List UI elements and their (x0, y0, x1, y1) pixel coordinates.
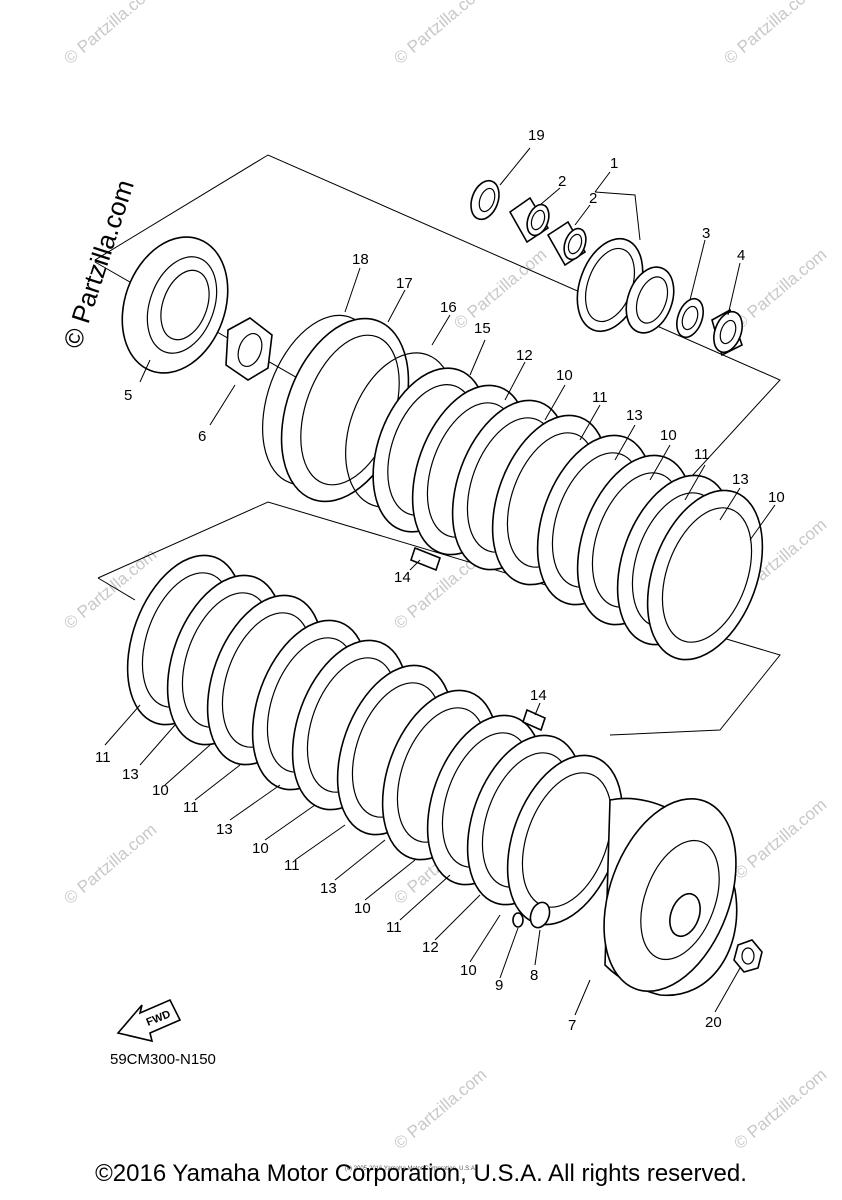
label-13: 13 (122, 766, 139, 783)
label-7: 7 (568, 1017, 576, 1034)
part-9-nut (512, 912, 524, 928)
small-copyright: (c) 2005-2016 Yamaha Motor Corporation, … (345, 1166, 477, 1172)
lower-plate-stack (126, 554, 624, 926)
label-16: 16 (440, 299, 457, 316)
lower-outline-edge (97, 577, 136, 601)
watermark: © Partzilla.com (730, 1065, 830, 1153)
part-20-nut (733, 939, 763, 973)
label-4: 4 (737, 247, 745, 264)
watermark: © Partzilla.com (60, 820, 160, 908)
fwd-arrow: FWD (116, 998, 182, 1043)
watermark: © Partzilla.com (390, 1065, 490, 1153)
part-5-clutch-boss (121, 236, 229, 374)
label-12: 12 (516, 347, 533, 364)
part-8-collar (529, 901, 551, 929)
part-7-clutch-housing (603, 797, 738, 997)
label-2: 2 (589, 190, 597, 207)
label-9: 9 (495, 977, 503, 994)
part-6-nut (225, 317, 273, 381)
label-10: 10 (152, 782, 169, 799)
watermark: © Partzilla.com (390, 0, 490, 68)
label-10: 10 (660, 427, 677, 444)
part-2-needle-bearing (546, 220, 587, 267)
part-2-needle-bearing (508, 196, 550, 244)
label-11: 11 (386, 919, 402, 936)
label-14: 14 (530, 687, 547, 704)
part-19-thrust-washer (470, 179, 500, 221)
label-11: 11 (183, 799, 199, 816)
label-11: 11 (592, 389, 608, 406)
label-20: 20 (705, 1014, 722, 1031)
part-3-washer (676, 297, 704, 339)
label-2: 2 (558, 173, 566, 190)
label-10: 10 (252, 840, 269, 857)
part-number-labels: 19 1 2 2 3 4 5 6 18 17 16 15 12 10 11 13… (95, 127, 785, 1034)
watermark: © Partzilla.com (730, 795, 830, 883)
label-10: 10 (460, 962, 477, 979)
label-11: 11 (694, 446, 710, 463)
watermark: © Partzilla.com (730, 245, 830, 333)
label-10: 10 (556, 367, 573, 384)
lower-section-outline (97, 501, 781, 736)
label-5: 5 (124, 387, 132, 404)
watermark: © Partzilla.com (450, 245, 550, 333)
label-15: 15 (474, 320, 491, 337)
label-14: 14 (394, 569, 411, 586)
label-10: 10 (354, 900, 371, 917)
label-13: 13 (732, 471, 749, 488)
label-11: 11 (95, 749, 111, 766)
label-18: 18 (352, 251, 369, 268)
part-14-spring (410, 546, 441, 572)
label-12: 12 (422, 939, 439, 956)
copyright-notice: ©2016 Yamaha Motor Corporation, U.S.A. A… (95, 1160, 747, 1187)
label-13: 13 (320, 880, 337, 897)
label-8: 8 (530, 967, 538, 984)
diagram-code: 59CM300-N150 (110, 1051, 216, 1068)
label-13: 13 (216, 821, 233, 838)
part-14-spring (522, 708, 546, 732)
label-6: 6 (198, 428, 206, 445)
label-13: 13 (626, 407, 643, 424)
part-4-collar (711, 308, 743, 357)
watermark: © Partzilla.com (720, 0, 820, 68)
label-1: 1 (610, 155, 618, 172)
label-3: 3 (702, 225, 710, 242)
part-1-primary-driven-gear (576, 237, 675, 334)
label-11: 11 (284, 857, 300, 874)
leader-lines (104, 147, 776, 1016)
label-17: 17 (396, 275, 413, 292)
upper-plate-stack (411, 384, 764, 661)
label-10: 10 (768, 489, 785, 506)
label-19: 19 (528, 127, 545, 144)
watermark: © Partzilla.com (60, 0, 160, 68)
